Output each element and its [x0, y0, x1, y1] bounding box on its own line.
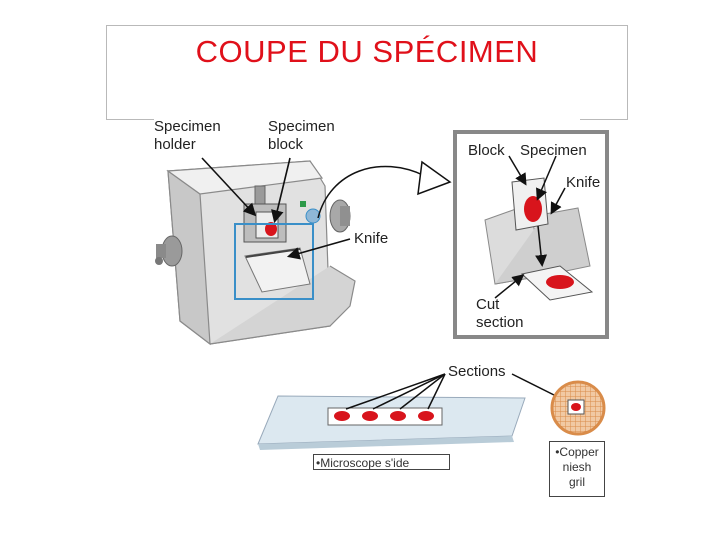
- page-title: COUPE DU SPÉCIMEN: [195, 34, 539, 69]
- diagram-artwork: [155, 130, 609, 450]
- holder-pointer: [201, 157, 257, 217]
- section-1: [334, 411, 350, 421]
- zoom-arrow: [417, 160, 452, 196]
- specimen-label: Specimen: [520, 142, 587, 159]
- copper-grid: [550, 380, 606, 436]
- knife-pointer: [286, 238, 351, 260]
- block-label: Block: [468, 142, 505, 159]
- section-3: [390, 411, 406, 421]
- section-2: [362, 411, 378, 421]
- microscope-slide-caption: •Microscope s'ide: [313, 454, 450, 470]
- section-4: [418, 411, 434, 421]
- knife-label: Knife: [354, 230, 389, 247]
- microtome-machine: [155, 160, 356, 346]
- inset-knife-label: Knife: [566, 174, 601, 191]
- sections-label: Sections: [448, 363, 506, 380]
- inset-detail: [453, 130, 609, 339]
- copper-grid-caption: •Copper niesh gril: [549, 441, 605, 497]
- block-pointer: [271, 157, 291, 224]
- microscope-slide: [257, 373, 571, 450]
- title-frame: COUPE DU SPÉCIMEN: [106, 25, 628, 120]
